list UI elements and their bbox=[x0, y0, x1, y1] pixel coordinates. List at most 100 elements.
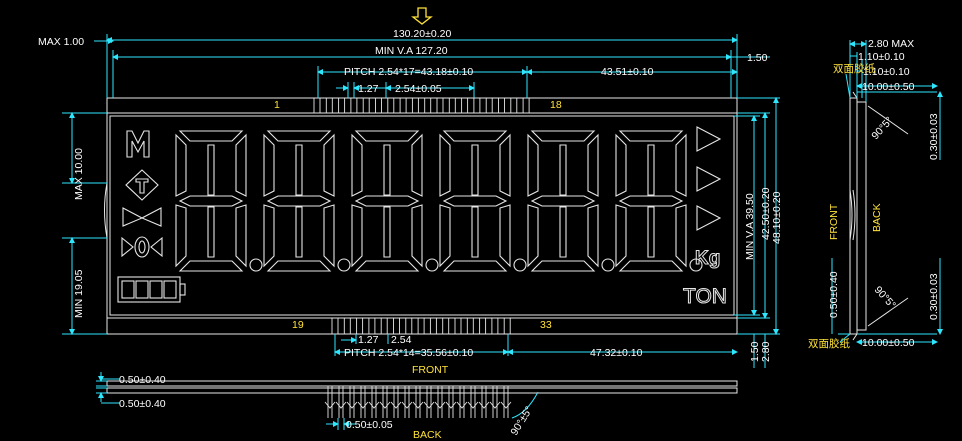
segment bbox=[559, 206, 567, 258]
pin-label-33: 33 bbox=[540, 319, 552, 331]
back-pin-bend bbox=[357, 401, 369, 409]
back-pin-bend bbox=[379, 401, 391, 409]
front-dimensions: MAX 1.00 130.20±0.20 MIN V.A 127.20 1.50… bbox=[38, 28, 783, 376]
segment bbox=[207, 206, 215, 258]
segment bbox=[263, 133, 275, 197]
side-label-back: BACK bbox=[871, 203, 883, 232]
segment bbox=[442, 260, 508, 272]
dim-side-max-280: 2.80 MAX bbox=[868, 38, 914, 50]
bottom-pin bbox=[479, 317, 487, 335]
dim-side-angle-top: 90°5° bbox=[869, 115, 895, 142]
top-pin bbox=[399, 97, 407, 114]
segment bbox=[587, 204, 599, 268]
dim-side-110-top: 1.10±0.10 bbox=[858, 51, 905, 63]
top-pin bbox=[485, 97, 493, 114]
dim-offset-bot: 47.32±0.10 bbox=[590, 347, 643, 359]
segment bbox=[266, 130, 332, 142]
segment bbox=[383, 144, 391, 196]
segment bbox=[471, 206, 479, 258]
segment bbox=[618, 195, 684, 207]
segment bbox=[411, 204, 423, 268]
dim-back-050-top: 0.50±0.40 bbox=[119, 374, 166, 386]
segment bbox=[647, 206, 655, 258]
top-pin bbox=[350, 97, 358, 114]
bottom-pin bbox=[491, 317, 499, 335]
ton-unit: TON bbox=[683, 285, 727, 308]
segment bbox=[178, 130, 244, 142]
segment bbox=[615, 204, 627, 268]
segment bbox=[295, 144, 303, 196]
segment bbox=[178, 195, 244, 207]
segment bbox=[618, 260, 684, 272]
arrow-2-icon bbox=[696, 166, 722, 192]
top-pin bbox=[411, 97, 419, 114]
front-caption: FRONT bbox=[412, 364, 449, 376]
top-pin bbox=[461, 97, 469, 114]
module-edge-bot bbox=[106, 387, 738, 394]
segment bbox=[527, 133, 539, 197]
bottom-pin bbox=[454, 317, 462, 335]
module-edge-top bbox=[106, 380, 738, 387]
bottom-pin bbox=[380, 317, 388, 335]
bottom-pin bbox=[331, 317, 339, 335]
back-pin-bend bbox=[390, 401, 402, 409]
segment bbox=[618, 130, 684, 142]
stable-symbol-icon bbox=[122, 207, 162, 227]
dim-min-19: MIN 19.05 bbox=[73, 269, 85, 318]
segment bbox=[499, 204, 511, 268]
dim-max-thickness: MAX 1.00 bbox=[38, 36, 84, 48]
segment bbox=[442, 130, 508, 142]
back-pin-bend bbox=[346, 401, 358, 409]
top-pin bbox=[510, 97, 518, 114]
segment bbox=[175, 133, 187, 197]
dim-bottom-2-80: 2.80 bbox=[760, 341, 772, 362]
dim-offset-top: 43.51±0.10 bbox=[601, 66, 654, 78]
pin-label-18: 18 bbox=[550, 99, 562, 111]
segment bbox=[178, 260, 244, 272]
segment bbox=[675, 133, 687, 197]
segment bbox=[295, 206, 303, 258]
back-pin-bend bbox=[500, 401, 512, 409]
dim-max-10: MAX 10.00 bbox=[73, 148, 85, 200]
dim-back-050-bot: 0.50±0.40 bbox=[119, 398, 166, 410]
top-pin bbox=[313, 97, 321, 114]
bottom-pin bbox=[356, 317, 364, 335]
bottom-pin bbox=[368, 317, 376, 335]
segment bbox=[587, 133, 599, 197]
insertion-arrow-icon bbox=[411, 7, 433, 25]
segment bbox=[647, 144, 655, 196]
dim-pin-width-top: 1.27 bbox=[358, 83, 379, 95]
segment bbox=[266, 260, 332, 272]
back-pin-bend bbox=[335, 401, 347, 409]
dim-pin-gap-bot: 2.54 bbox=[391, 334, 412, 346]
back-pin-bend bbox=[467, 401, 479, 409]
dim-h-42: 42.50±0.20 bbox=[760, 187, 772, 240]
tare-symbol-icon bbox=[125, 169, 159, 201]
top-pin bbox=[375, 97, 382, 114]
top-pin bbox=[436, 97, 444, 114]
dim-side-1000-top: 10.00±0.50 bbox=[862, 81, 915, 93]
bottom-pin bbox=[405, 317, 413, 335]
pin-label-1: 1 bbox=[274, 99, 280, 111]
bottom-pin-row bbox=[331, 317, 511, 335]
decimal-point bbox=[689, 258, 703, 272]
back-pin-bend bbox=[412, 401, 424, 409]
decimal-point bbox=[513, 258, 527, 272]
side-note-bot: 双面胶纸 bbox=[808, 337, 850, 350]
back-pin-bend bbox=[478, 401, 490, 409]
segment bbox=[442, 195, 508, 207]
dim-min-va: MIN V.A 127.20 bbox=[375, 45, 448, 57]
seven-segment-digit bbox=[439, 130, 527, 272]
side-note-top: 双面胶纸 bbox=[833, 62, 875, 75]
seven-segment-digit bbox=[615, 130, 703, 272]
segment bbox=[530, 260, 596, 272]
dim-pin-width-bot: 1.27 bbox=[358, 334, 379, 346]
dim-min-va-h: MIN V.A 39.50 bbox=[744, 193, 756, 260]
segment bbox=[615, 133, 627, 197]
arrow-3-icon bbox=[696, 205, 722, 231]
decimal-point bbox=[249, 258, 263, 272]
dim-pitch-bot: PITCH 2.54*14=35.56±0.10 bbox=[344, 347, 473, 359]
segment bbox=[439, 204, 451, 268]
kg-unit: Kg bbox=[695, 248, 720, 269]
back-pin-bend bbox=[423, 401, 435, 409]
